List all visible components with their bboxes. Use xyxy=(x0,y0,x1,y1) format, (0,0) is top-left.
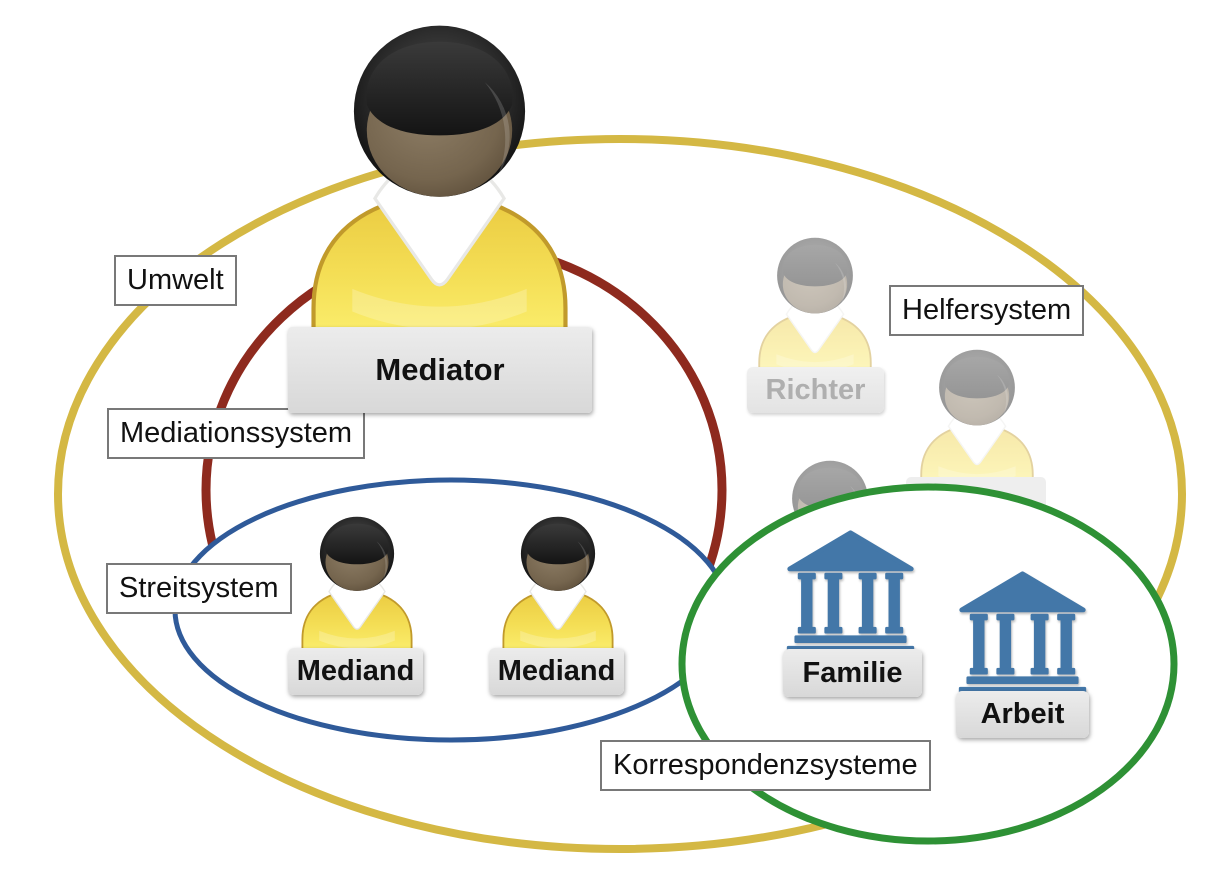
mediationssystem-label: Mediationssystem xyxy=(107,408,366,460)
richter-label: Richter xyxy=(747,367,884,413)
helfersystem-label: Helfersystem xyxy=(889,285,1085,337)
umwelt-label: Umwelt xyxy=(114,255,237,307)
streitsystem-label: Streitsystem xyxy=(106,563,292,615)
korrespondenzsysteme-label: Korrespondenzsysteme xyxy=(600,740,931,792)
familie-label: Familie xyxy=(783,649,922,697)
mediand-right-label: Mediand xyxy=(489,648,624,695)
arbeit-label: Arbeit xyxy=(956,691,1089,738)
mediand-left-label: Mediand xyxy=(288,648,423,695)
umwelt-ellipse xyxy=(54,135,1186,853)
mediator-label: Mediator xyxy=(288,327,592,413)
